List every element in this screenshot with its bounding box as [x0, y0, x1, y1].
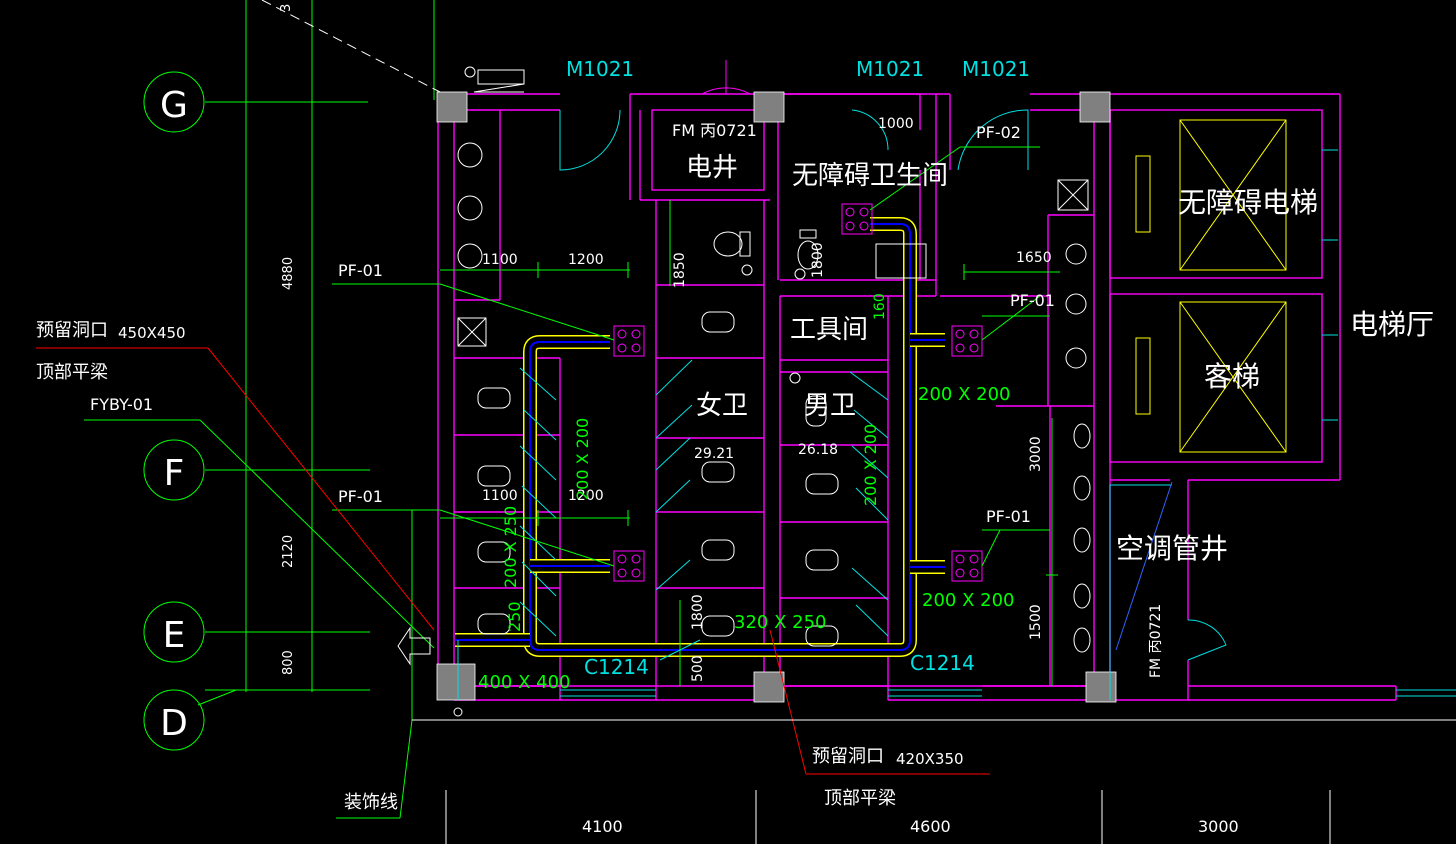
room-male-wc: 男卫 — [804, 391, 856, 421]
duct-250: 250 — [505, 601, 524, 632]
dim-4100: 4100 — [582, 817, 623, 836]
tag-pf01-b: PF-01 — [338, 487, 383, 506]
tag-pf01-c: PF-01 — [1010, 291, 1055, 310]
dim-800: 800 — [281, 650, 296, 675]
dim-1100-b: 1100 — [482, 488, 518, 504]
leader-lines-red — [36, 347, 990, 775]
dim-4880: 4880 — [281, 257, 296, 290]
room-passenger-lift: 客梯 — [1204, 360, 1260, 393]
fan-pf01-a — [613, 325, 645, 357]
dim-2120: 2120 — [281, 535, 296, 568]
dim-1800-b: 1800 — [690, 594, 706, 630]
door-m1021-c: M1021 — [962, 57, 1030, 81]
window-c1214-b: C1214 — [910, 651, 975, 675]
fan-pf01-c — [951, 325, 983, 357]
dashed-leader — [261, 0, 441, 93]
dim-4600: 4600 — [910, 817, 951, 836]
annot-decor-line: 装饰线 — [344, 792, 398, 813]
duct-200x200-b: 200 X 200 — [922, 590, 1015, 611]
dim-1200-b: 1200 — [568, 488, 604, 504]
window-c1214-a: C1214 — [584, 655, 649, 679]
area-male: 26.18 — [798, 442, 838, 458]
dim-1800: 1800 — [810, 242, 826, 278]
bottom-dimension-line — [412, 719, 1456, 844]
axis-bubble-d: D — [143, 689, 205, 751]
tag-pf02: PF-02 — [976, 123, 1021, 142]
duct-200x200-v2: 200 X 200 — [861, 424, 880, 506]
axis-bubble-e: E — [143, 601, 205, 663]
room-ac-shaft: 空调管井 — [1116, 532, 1228, 565]
axis-bubble-g: G — [143, 71, 205, 133]
accessible-lift-shaft — [1135, 119, 1287, 271]
duct-320x250: 320 X 250 — [734, 612, 827, 633]
door-top-left-magenta — [701, 60, 751, 95]
dim-160: 160 — [872, 293, 888, 320]
room-tool-room: 工具间 — [790, 315, 868, 345]
duct-200x200-v1: 200 X 200 — [573, 418, 592, 500]
dim-1500: 1500 — [1028, 604, 1044, 640]
structural-columns — [436, 91, 1117, 703]
axis-grid — [205, 0, 435, 692]
annot-size-2: 420X350 — [896, 750, 964, 768]
top-left-equipment — [464, 66, 525, 93]
room-accessible-lift: 无障碍电梯 — [1178, 186, 1318, 219]
annot-reserved-hole-1: 预留洞口 — [36, 320, 108, 341]
door-swings — [457, 109, 1227, 700]
svg-text:G: G — [160, 85, 188, 126]
window-lines — [560, 149, 1456, 697]
duct-400x400: 400 X 400 — [478, 672, 571, 693]
room-accessible-wc: 无障碍卫生间 — [792, 161, 948, 191]
tag-pf01-d: PF-01 — [986, 507, 1031, 526]
door-fm-top: FM 丙0721 — [672, 121, 757, 140]
leader-lines-green — [84, 146, 1060, 819]
svg-text:D: D — [160, 703, 188, 744]
sanitary-fixtures — [453, 142, 1091, 717]
tag-pf01-a: PF-01 — [338, 261, 383, 280]
annot-size-1: 450X450 — [118, 324, 186, 342]
annot-beam-2: 顶部平梁 — [824, 788, 896, 809]
room-female-wc: 女卫 — [696, 391, 748, 421]
duct-200x200-a: 200 X 200 — [918, 384, 1011, 405]
vent-arrow-icon — [397, 626, 431, 666]
dim-1000: 1000 — [878, 116, 914, 132]
svg-text:E: E — [163, 615, 186, 656]
dim-3000-b: 3000 — [1198, 817, 1239, 836]
fan-pf01-d — [951, 550, 983, 582]
dim-1850: 1850 — [672, 252, 688, 288]
annot-beam-1: 顶部平梁 — [36, 362, 108, 383]
door-m1021-a: M1021 — [566, 57, 634, 81]
room-dianjing: 电井 — [686, 153, 738, 183]
area-female: 29.21 — [694, 446, 734, 462]
room-lift-hall: 电梯厅 — [1350, 308, 1434, 341]
passenger-lift-shaft — [1135, 301, 1287, 453]
dim-1100-a: 1100 — [482, 252, 518, 268]
door-fm-right: FM 丙0721 — [1148, 604, 1164, 678]
door-m1021-b: M1021 — [856, 57, 924, 81]
dim-500: 500 — [690, 655, 706, 682]
dim-1200-a: 1200 — [568, 252, 604, 268]
annot-reserved-hole-2: 预留洞口 — [812, 746, 884, 767]
fan-pf01-b — [613, 550, 645, 582]
dim-1650: 1650 — [1016, 250, 1052, 266]
tag-fyby: FYBY-01 — [90, 395, 153, 414]
svg-text:3: 3 — [279, 4, 294, 12]
duct-200x250: 200 X 250 — [501, 506, 520, 588]
leader-line-blue — [1115, 481, 1173, 651]
axis-bubble-f: F — [143, 439, 205, 501]
svg-text:F: F — [164, 453, 185, 494]
duct-system — [455, 217, 945, 657]
dim-3000: 3000 — [1028, 436, 1044, 472]
fan-pf02 — [841, 203, 873, 235]
